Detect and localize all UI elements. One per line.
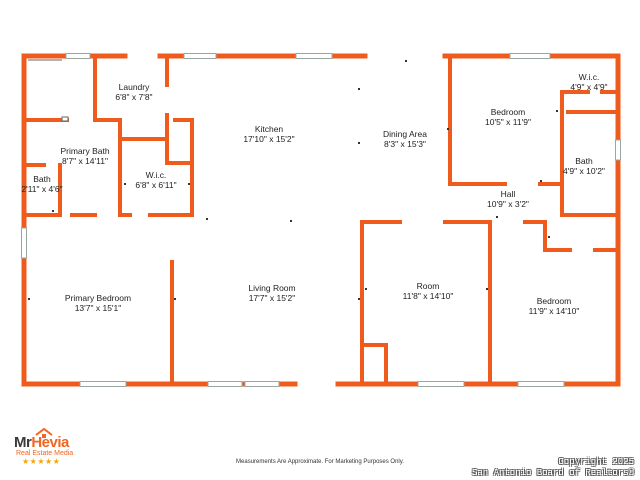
room-kitchen: Kitchen 17'10" x 15'2"	[229, 124, 309, 144]
room-bedroom-southeast: Bedroom 11'9" x 14'10"	[518, 296, 590, 316]
room-name: W.i.c.	[578, 72, 600, 82]
room-dimensions: 11'9" x 14'10"	[528, 306, 580, 316]
room-dimensions: 11'8" x 14'10"	[402, 291, 454, 301]
copyright-line-2: San Antonio Board of Realtors®	[471, 468, 634, 478]
room-hall: Hall 10'9" x 3'2"	[478, 189, 538, 209]
room-name: Kitchen	[254, 124, 284, 134]
room-name: Hall	[500, 189, 516, 199]
door-markers	[28, 60, 558, 300]
room-name: Bath	[33, 174, 51, 184]
room-name: Living Room	[248, 283, 296, 293]
room-name: Primary Bath	[60, 146, 110, 156]
room-dimensions: 6'8" x 6'11"	[135, 180, 177, 190]
house-icon	[35, 428, 53, 438]
brand-name: MrHevia	[14, 434, 69, 451]
room-name: Room	[416, 281, 440, 291]
brand-prefix: Mr	[14, 434, 32, 451]
room-primary-bath: Primary Bath 8'7" x 14'11"	[52, 146, 118, 166]
room-name: Dining Area	[383, 129, 427, 139]
room-living-room: Living Room 17'7" x 15'2"	[232, 283, 312, 303]
room-dimensions: 4'9" x 10'2"	[563, 166, 605, 176]
room-primary-bedroom: Primary Bedroom 13'7" x 15'1"	[58, 293, 138, 313]
room-room: Room 11'8" x 14'10"	[392, 281, 464, 301]
room-dimensions: 17'10" x 15'2"	[243, 134, 295, 144]
interior-walls	[22, 54, 620, 386]
room-dimensions: 8'7" x 14'11"	[62, 156, 108, 166]
room-name: Bedroom	[490, 107, 526, 117]
brand-surname: Hevia	[31, 434, 69, 451]
room-name: Bedroom	[536, 296, 572, 306]
room-name: W.i.c.	[145, 170, 167, 180]
room-dimensions: 10'9" x 3'2"	[487, 199, 529, 209]
room-name: Laundry	[118, 82, 150, 92]
disclaimer-note: Measurements Are Approximate. For Market…	[236, 459, 404, 465]
room-dimensions: 8'3" x 15'3"	[384, 139, 426, 149]
room-dimensions: 6'8" x 7'8"	[115, 92, 153, 102]
room-laundry: Laundry 6'8" x 7'8"	[104, 82, 164, 102]
brand-logo: MrHevia Real Estate Media ★★★★★	[10, 428, 90, 468]
room-dining-area: Dining Area 8'3" x 15'3"	[370, 129, 440, 149]
room-dimensions: 17'7" x 15'2"	[248, 293, 296, 303]
room-name: Bath	[575, 156, 593, 166]
room-name: Primary Bedroom	[64, 293, 132, 303]
room-dimensions: 10'5" x 11'9"	[485, 117, 531, 127]
room-bath-west: Bath 2'11" x 4'6"	[14, 174, 70, 194]
room-wic-primary: W.i.c. 6'8" x 6'11"	[124, 170, 188, 190]
brand-tagline: Real Estate Media	[16, 450, 74, 457]
room-dimensions: 4'9" x 4'9"	[570, 82, 608, 92]
windows	[21, 53, 621, 387]
room-wic-northeast: W.i.c. 4'9" x 4'9"	[561, 72, 617, 92]
room-dimensions: 13'7" x 15'1"	[74, 303, 122, 313]
room-bedroom-northeast: Bedroom 10'5" x 11'9"	[476, 107, 540, 127]
room-bath-east: Bath 4'9" x 10'2"	[558, 156, 610, 176]
fixtures	[28, 59, 69, 122]
room-dimensions: 2'11" x 4'6"	[21, 184, 63, 194]
copyright-line-1: Copyright 2025	[558, 457, 634, 467]
rating-stars: ★★★★★	[22, 457, 61, 466]
